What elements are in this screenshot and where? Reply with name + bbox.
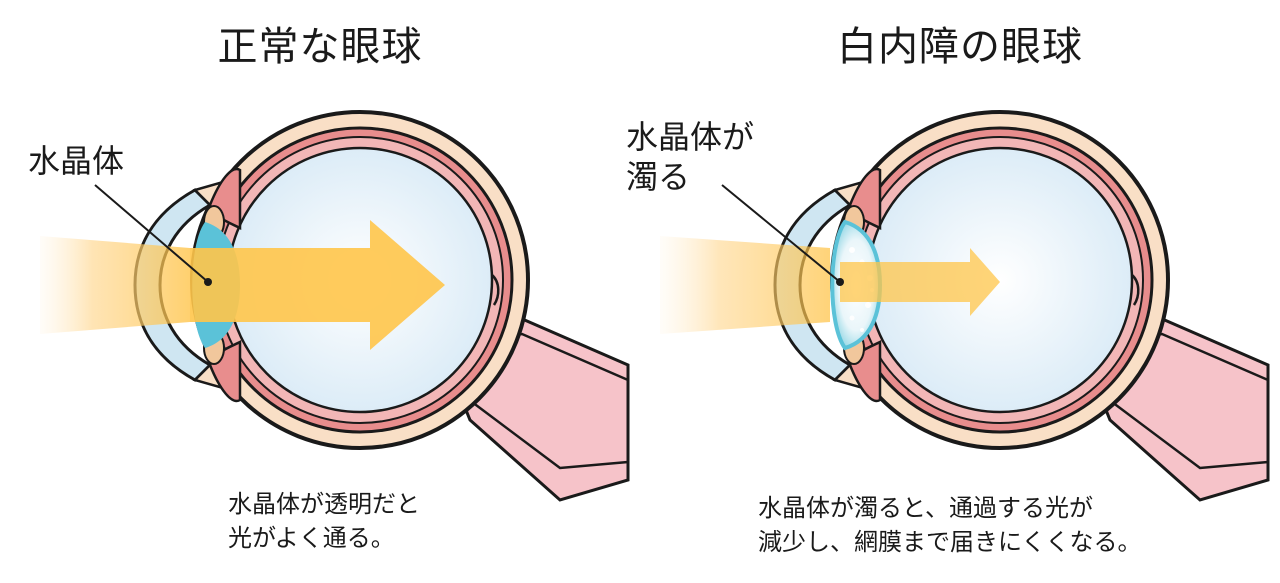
cataract-eye-title: 白内障の眼球: [837, 24, 1083, 70]
light-beam: [660, 236, 830, 334]
cloudy-lens-label-line-2: 濁る: [626, 158, 691, 196]
lens-label: 水晶体: [28, 142, 125, 180]
light-beam: [40, 236, 190, 334]
lens-leader-line: [721, 184, 841, 283]
cataract-eye-caption-line-2: 減少し、網膜まで届きにくくなる。: [758, 528, 1142, 556]
light-beam-arrow: [190, 220, 445, 350]
normal-eye-title: 正常な眼球: [217, 24, 423, 70]
normal-eye-caption-line-1: 水晶体が透明だと: [228, 490, 420, 518]
cloudy-lens-label-line-1: 水晶体が: [626, 118, 755, 156]
lens-pointer-dot: [204, 278, 212, 286]
normal-eye-diagram: [40, 110, 630, 502]
normal-eye-caption-line-2: 光がよく通る。: [228, 524, 395, 552]
normal-eye-panel: 正常な眼球: [28, 24, 630, 552]
lens-pointer-dot: [836, 278, 844, 286]
light-beam-arrow-weak: [840, 248, 1000, 316]
lens-leader-line: [94, 184, 209, 283]
cataract-eye-caption-line-1: 水晶体が濁ると、通過する光が: [758, 494, 1094, 522]
cataract-eye-panel: 白内障の眼球: [626, 0, 1280, 583]
cataract-eye-diagram: [660, 110, 1270, 502]
